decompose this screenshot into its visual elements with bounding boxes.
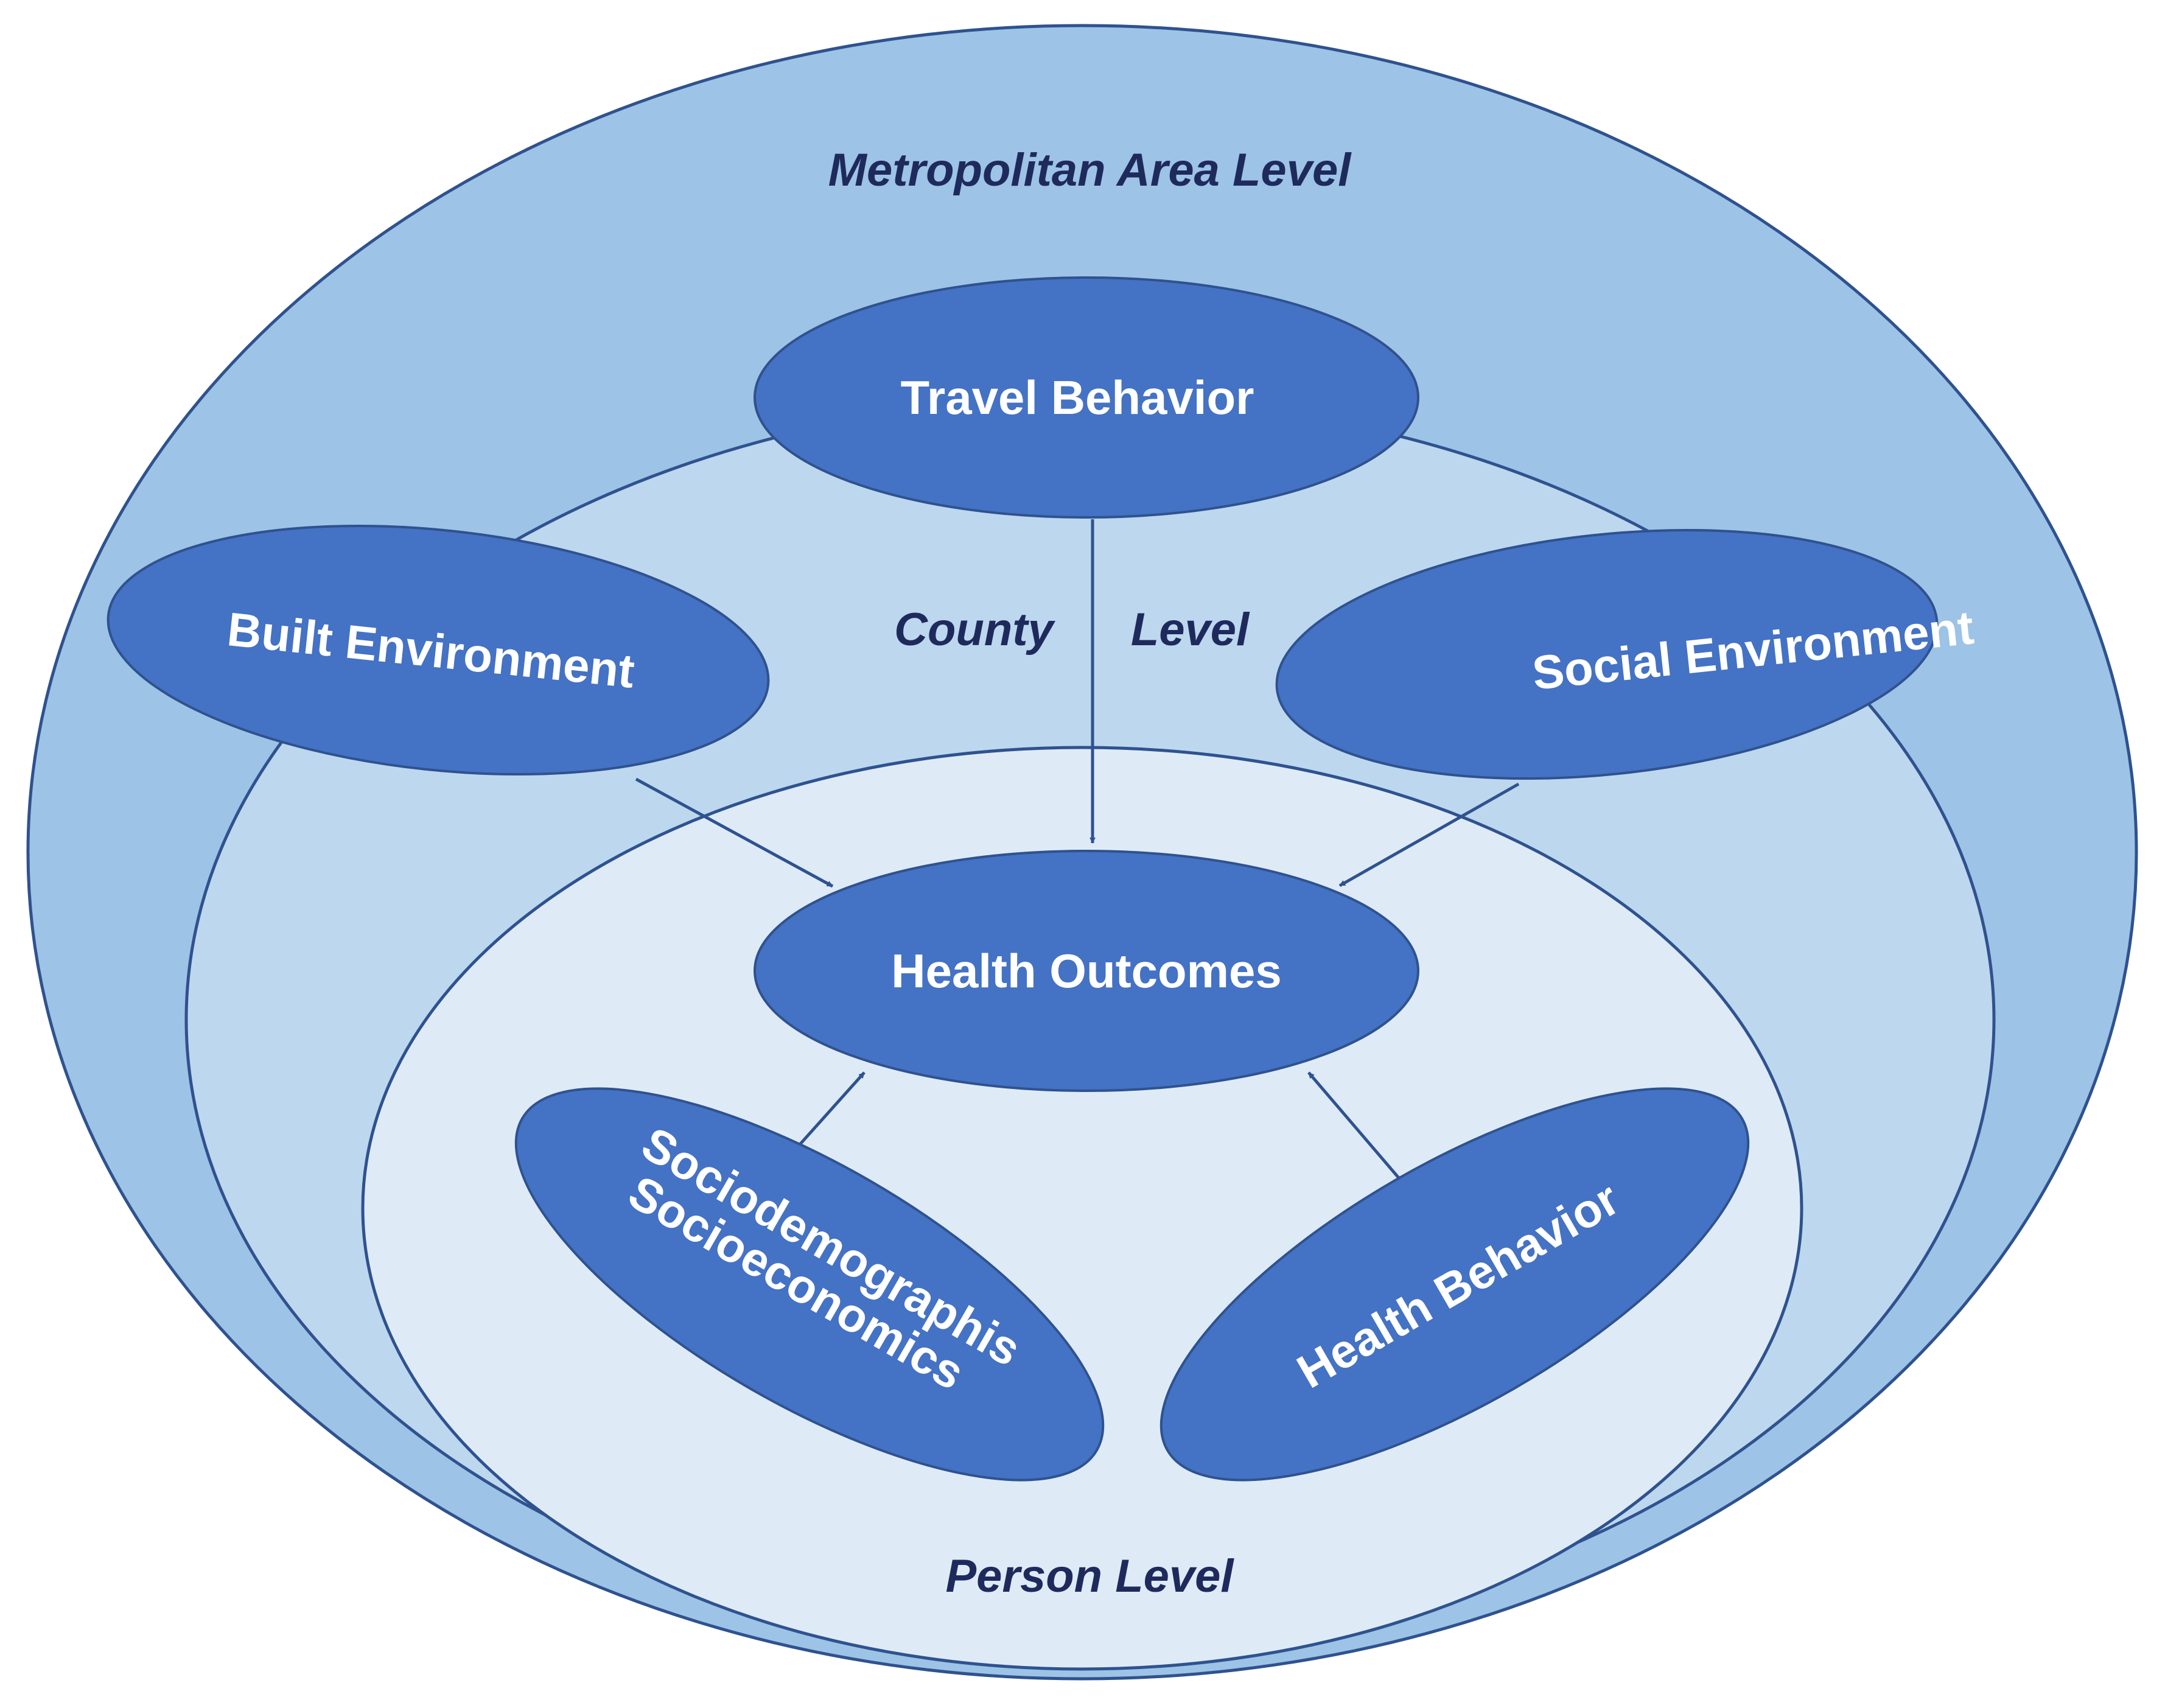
person-level-label: Person Level xyxy=(945,1550,1234,1602)
built-environment-node: Built Environment xyxy=(107,524,770,776)
arrow-social-to-health xyxy=(1338,782,1520,887)
arrow-built-to-health xyxy=(635,777,834,888)
county-level-label-word1: County xyxy=(894,604,1055,656)
health-outcomes-node: Health Outcomes xyxy=(754,850,1419,1092)
county-level-label-word2: Level xyxy=(1131,604,1250,656)
metropolitan-area-level-label: Metropolitan Area Level xyxy=(828,144,1352,196)
person-level-ellipse xyxy=(361,746,1803,1671)
arrow-healthbehavior-to-health xyxy=(1307,1071,1400,1179)
travel-behavior-node: Travel Behavior xyxy=(754,276,1419,519)
health-outcomes-label: Health Outcomes xyxy=(891,944,1281,998)
travel-behavior-label: Travel Behavior xyxy=(901,371,1254,424)
